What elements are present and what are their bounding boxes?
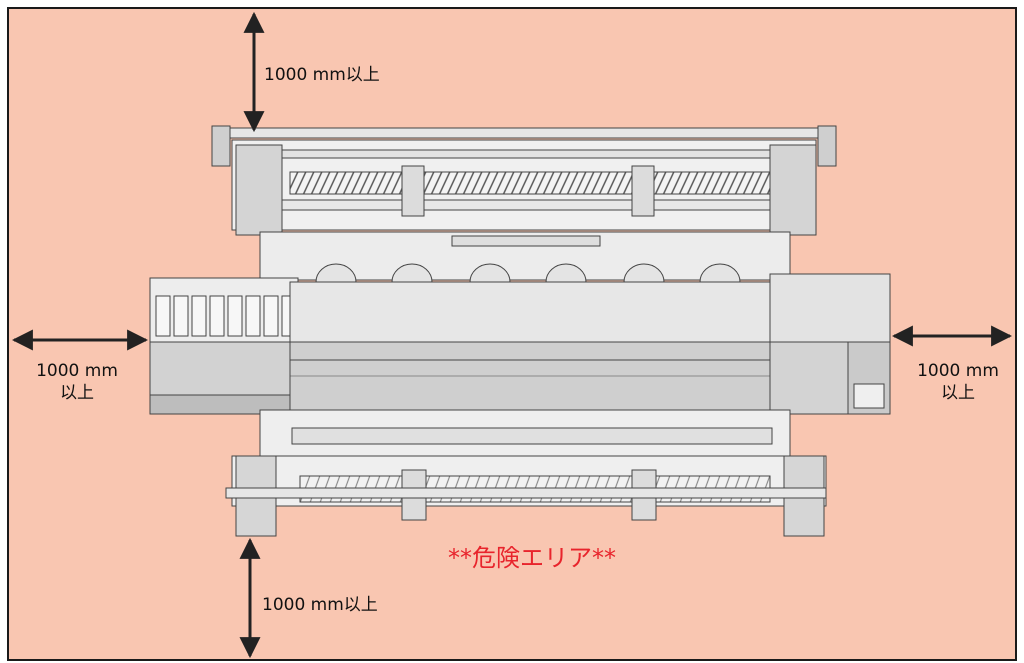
left-clearance-line2: 以上 bbox=[60, 383, 94, 403]
danger-area-border bbox=[7, 7, 1017, 661]
roll-supports bbox=[315, 263, 741, 283]
left-clearance-label: 1000 mm 以上 bbox=[16, 360, 138, 404]
top-roller bbox=[289, 171, 771, 195]
left-clearance-line1: 1000 mm bbox=[36, 361, 118, 381]
top-clearance-label: 1000 mm以上 bbox=[264, 65, 380, 85]
right-clearance-label: 1000 mm 以上 bbox=[904, 360, 1012, 404]
top-feed-bar bbox=[221, 127, 821, 139]
danger-area-label: **危険エリア** bbox=[448, 544, 616, 572]
printer bbox=[149, 125, 891, 537]
operation-panel bbox=[853, 383, 885, 409]
clearance-arrows bbox=[11, 11, 1013, 659]
right-clearance-line1: 1000 mm bbox=[917, 361, 999, 381]
right-clearance-line2: 以上 bbox=[941, 383, 975, 403]
bottom-clearance-label: 1000 mm以上 bbox=[262, 595, 378, 615]
bottom-feed-bar bbox=[225, 487, 827, 499]
